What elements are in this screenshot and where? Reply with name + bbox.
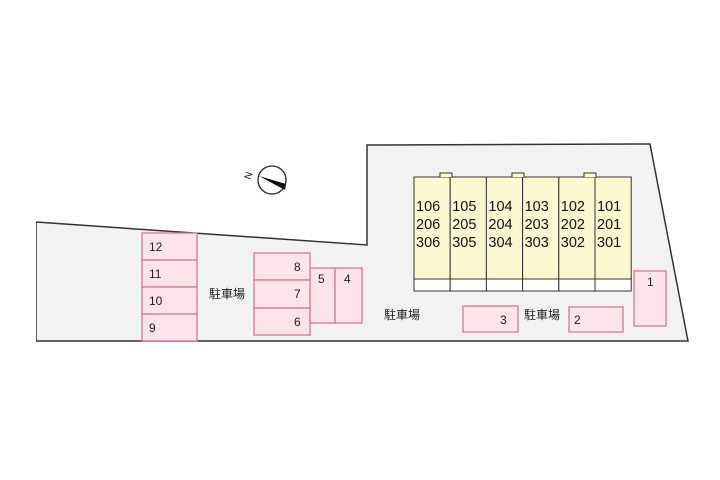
parking-spot-7: 7 xyxy=(253,279,311,309)
parking-spot-8: 8 xyxy=(253,252,311,281)
svg-text:12: 12 xyxy=(149,240,163,254)
unit-column: 102 202 302 xyxy=(558,176,596,292)
unit-number: 204 xyxy=(488,217,512,233)
parking-spot-2: 2 xyxy=(568,306,624,333)
unit-number: 201 xyxy=(597,217,621,233)
svg-text:10: 10 xyxy=(149,294,163,308)
unit-number: 302 xyxy=(561,235,585,251)
unit-number: 104 xyxy=(488,199,512,215)
unit-number: 305 xyxy=(452,235,476,251)
apartment-building: 106 206 306 105 205 305 104 204 304 103 203 303 102 2… xyxy=(413,172,632,292)
parking-area-label: 駐車場 xyxy=(209,286,245,301)
stair-notch xyxy=(511,172,525,177)
unit-number: 102 xyxy=(561,199,585,215)
unit-number: 103 xyxy=(525,199,549,215)
parking-spot-5: 5 xyxy=(309,267,336,324)
svg-text:5: 5 xyxy=(318,272,325,286)
unit-number: 303 xyxy=(525,235,549,251)
stair-notch xyxy=(439,172,453,177)
unit-number: 301 xyxy=(597,235,621,251)
parking-area-label: 駐車場 xyxy=(384,307,420,322)
svg-text:8: 8 xyxy=(294,260,301,274)
svg-text:7: 7 xyxy=(294,287,301,301)
unit-number: 203 xyxy=(525,217,549,233)
svg-text:2: 2 xyxy=(574,313,581,327)
parking-area-label: 駐車場 xyxy=(524,307,560,322)
parking-spot-12: 12 xyxy=(141,232,198,261)
north-arrow-icon: N xyxy=(243,165,287,195)
svg-text:3: 3 xyxy=(500,313,507,327)
balcony xyxy=(558,278,596,292)
balcony xyxy=(594,278,632,292)
svg-text:6: 6 xyxy=(294,315,301,329)
unit-number: 101 xyxy=(597,199,621,215)
parking-spot-4: 4 xyxy=(334,267,363,324)
svg-text:1: 1 xyxy=(647,275,654,289)
unit-number: 202 xyxy=(561,217,585,233)
unit-number: 306 xyxy=(416,235,440,251)
unit-column: 105 205 305 xyxy=(449,176,487,292)
parking-spot-10: 10 xyxy=(141,286,198,315)
unit-number: 205 xyxy=(452,217,476,233)
balcony xyxy=(413,278,451,292)
parking-spot-1: 1 xyxy=(633,270,667,327)
north-label: N xyxy=(243,171,256,182)
unit-number: 206 xyxy=(416,217,440,233)
balcony xyxy=(485,278,524,292)
svg-text:9: 9 xyxy=(149,321,156,335)
parking-spot-6: 6 xyxy=(253,307,311,336)
unit-number: 106 xyxy=(416,199,440,215)
unit-number: 105 xyxy=(452,199,476,215)
svg-text:4: 4 xyxy=(344,272,351,286)
parking-spot-9: 9 xyxy=(141,313,198,342)
parking-spot-3: 3 xyxy=(462,305,519,333)
stair-notch xyxy=(583,172,597,177)
balcony xyxy=(449,278,487,292)
unit-column: 101 201 301 xyxy=(594,176,632,292)
unit-column: 104 204 304 xyxy=(485,176,524,292)
unit-number: 304 xyxy=(488,235,512,251)
balcony xyxy=(522,278,560,292)
svg-text:11: 11 xyxy=(149,267,162,281)
parking-spot-11: 11 xyxy=(141,259,198,288)
unit-column: 103 203 303 xyxy=(522,176,560,292)
unit-column: 106 206 306 xyxy=(413,176,451,292)
